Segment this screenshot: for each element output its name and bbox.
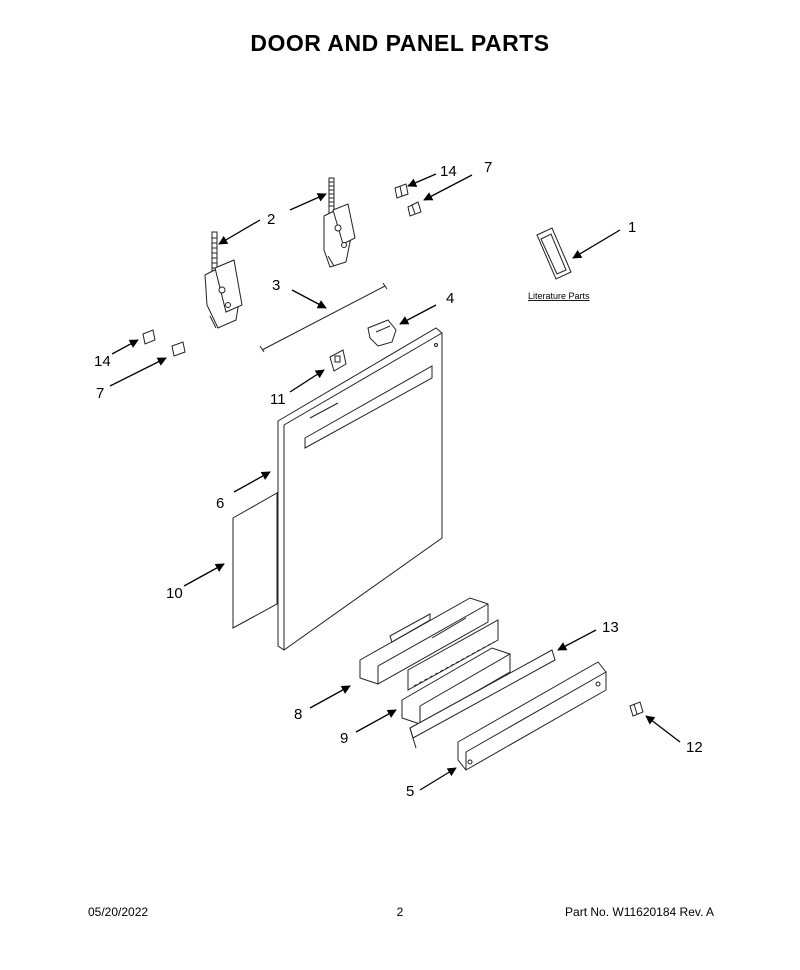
callout-11: 11 (270, 391, 286, 408)
leader-9 (355, 709, 397, 733)
callout-9: 9 (340, 730, 348, 747)
leader-1 (572, 229, 621, 259)
leader-13 (557, 629, 597, 651)
leader-7b (109, 357, 167, 387)
hinge-right (323, 177, 356, 268)
leader-6 (233, 471, 271, 493)
footer-date: 05/20/2022 (88, 905, 149, 919)
callout-7-left: 7 (96, 385, 104, 402)
callout-14-left: 14 (94, 353, 111, 370)
leader-14a (407, 173, 437, 187)
callout-12: 12 (686, 739, 703, 756)
footer-part-number: Part No. W11620184 Rev. A (565, 905, 714, 919)
door-panel (277, 327, 443, 651)
spacer-block (401, 619, 511, 725)
literature-booklet (536, 227, 572, 280)
screw-14-left (142, 329, 156, 345)
leader-7a (423, 174, 473, 201)
hinge-left (204, 231, 243, 329)
screw-12 (629, 701, 644, 717)
callout-1: 1 (628, 219, 636, 236)
callout-13: 13 (602, 619, 619, 636)
callout-8: 8 (294, 706, 302, 723)
leader-12 (645, 715, 681, 743)
base-rail (457, 661, 607, 771)
footer-page-number: 2 (396, 905, 404, 919)
leader-4 (399, 304, 437, 325)
callout-2: 2 (267, 211, 275, 228)
insulation-sheet (232, 492, 278, 629)
literature-parts-label: Literature Parts (528, 291, 590, 301)
rod (259, 282, 388, 353)
screw-7-right (407, 201, 422, 217)
callout-5: 5 (406, 783, 414, 800)
callout-10: 10 (166, 585, 183, 602)
trim-strip (409, 649, 556, 749)
leader-2b (289, 193, 327, 211)
leader-8 (309, 685, 351, 709)
callout-3: 3 (272, 277, 280, 294)
callout-7-right: 7 (484, 159, 492, 176)
callout-14-right: 14 (440, 163, 457, 180)
leader-2a (218, 219, 261, 245)
callout-4: 4 (446, 290, 454, 307)
leader-14b (111, 339, 139, 355)
leader-3 (291, 289, 327, 309)
toe-panel-block (359, 597, 489, 685)
leader-5 (419, 767, 457, 791)
leader-10 (183, 563, 225, 587)
vent-clip (367, 319, 397, 347)
callout-6: 6 (216, 495, 224, 512)
screw-14-right (394, 183, 409, 199)
page-title: DOOR AND PANEL PARTS (250, 30, 550, 56)
bracket (329, 349, 347, 372)
screw-7-left (171, 341, 186, 357)
leader-11 (289, 369, 325, 393)
